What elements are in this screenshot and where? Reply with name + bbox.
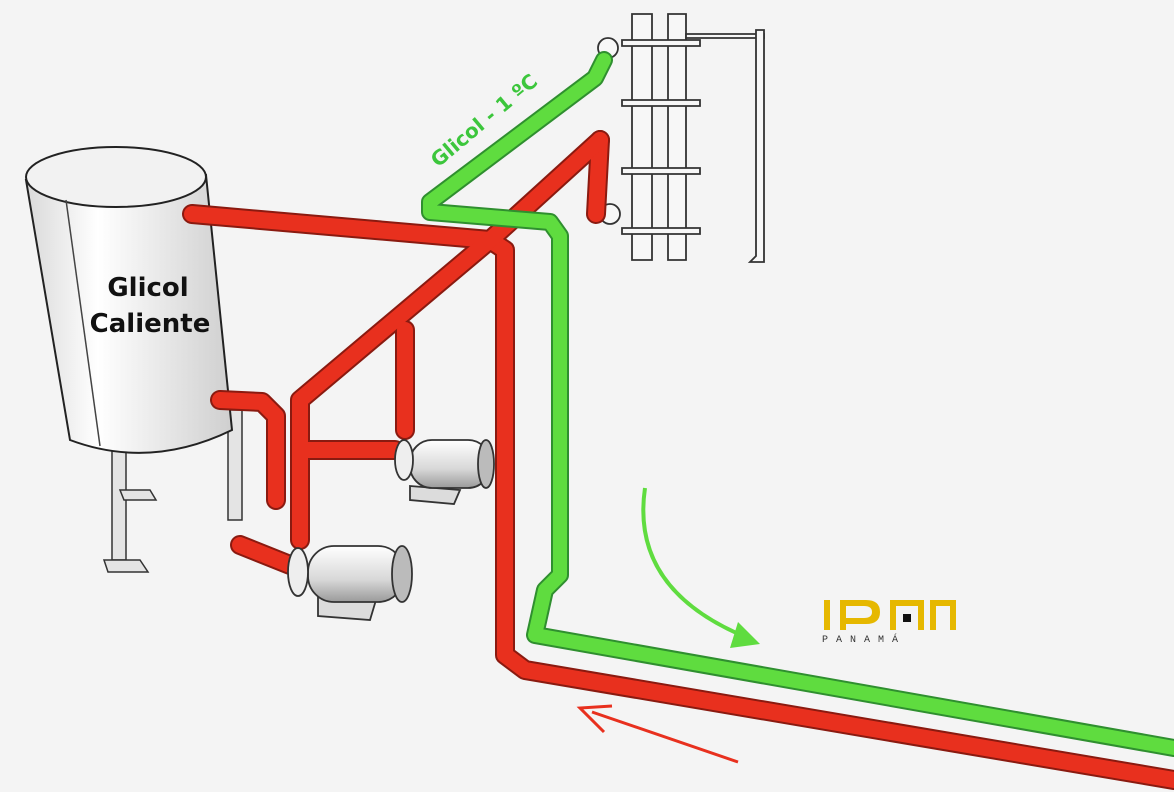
plate-heat-exchanger-icon [597, 13, 765, 263]
ipm-logo: PANAMÁ [822, 600, 956, 646]
tank-label-line1: Glicol [107, 273, 188, 303]
flow-arrow-down-icon [641, 487, 760, 648]
pump-icon [394, 439, 495, 505]
tank-label-line2: Caliente [90, 309, 211, 339]
cold-pipe [421, 51, 1174, 757]
logo-subtitle: PANAMÁ [822, 632, 906, 646]
flow-arrow-left-icon [576, 704, 739, 764]
pump-icon [287, 545, 413, 621]
hot-pipe [182, 130, 1174, 790]
tank-icon: Glicol Caliente [24, 146, 243, 573]
